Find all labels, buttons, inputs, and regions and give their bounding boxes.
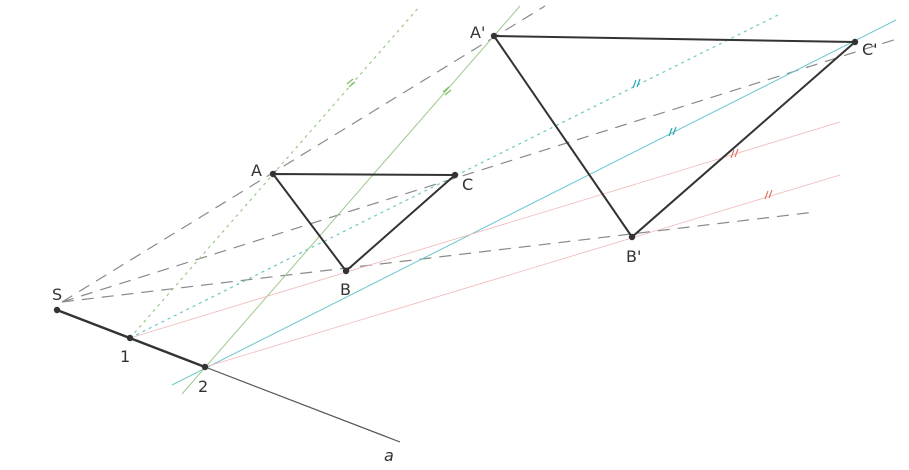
label-2: 2 (198, 377, 208, 396)
line-a-extension (204, 366, 401, 443)
pink-parallels (129, 121, 841, 368)
solid-green-line (181, 5, 521, 395)
point-2[interactable] (201, 363, 209, 371)
point-b-prime[interactable] (628, 233, 636, 241)
points (53, 32, 859, 371)
red-tick-2 (764, 189, 773, 200)
label-b-prime: B' (626, 247, 641, 266)
red-tick-1 (730, 148, 739, 159)
green-tick-1 (346, 78, 356, 88)
rays-from-s (61, 5, 901, 303)
triangle-a1b1c1 (493, 35, 856, 238)
ray-s-to-b1 (61, 211, 816, 303)
pink-line-upper (129, 121, 841, 339)
point-a-prime[interactable] (490, 32, 498, 40)
label-c-prime: C' (862, 40, 878, 59)
solid-cyan-line (171, 19, 897, 386)
label-s: S (52, 285, 62, 304)
label-1: 1 (120, 347, 130, 366)
labels: S 1 2 a A B C A' B' C' (52, 23, 878, 465)
cyan-tick-2 (668, 126, 677, 137)
cyan-tick-1 (632, 78, 641, 89)
point-b[interactable] (342, 267, 350, 275)
ray-s-to-a1 (61, 5, 546, 303)
label-a: A (251, 161, 262, 180)
label-c: C (462, 175, 473, 194)
point-1[interactable] (126, 334, 134, 342)
green-tick-2 (442, 86, 452, 96)
ray-s-to-c1 (61, 37, 901, 303)
pink-line-lower (204, 174, 841, 368)
point-c-prime[interactable] (851, 38, 859, 46)
line-a (56, 308, 401, 443)
point-a[interactable] (269, 170, 277, 178)
dotted-cyan-line (129, 14, 779, 339)
parallels-from-point-1 (129, 5, 779, 339)
point-s[interactable] (53, 306, 61, 314)
point-c[interactable] (451, 171, 459, 179)
label-a-line: a (384, 446, 394, 465)
triangle-abc (272, 173, 456, 272)
label-b: B (340, 280, 351, 299)
parallels-through-point-2 (171, 5, 897, 395)
equality-ticks (346, 78, 773, 200)
label-a-prime: A' (470, 23, 485, 42)
